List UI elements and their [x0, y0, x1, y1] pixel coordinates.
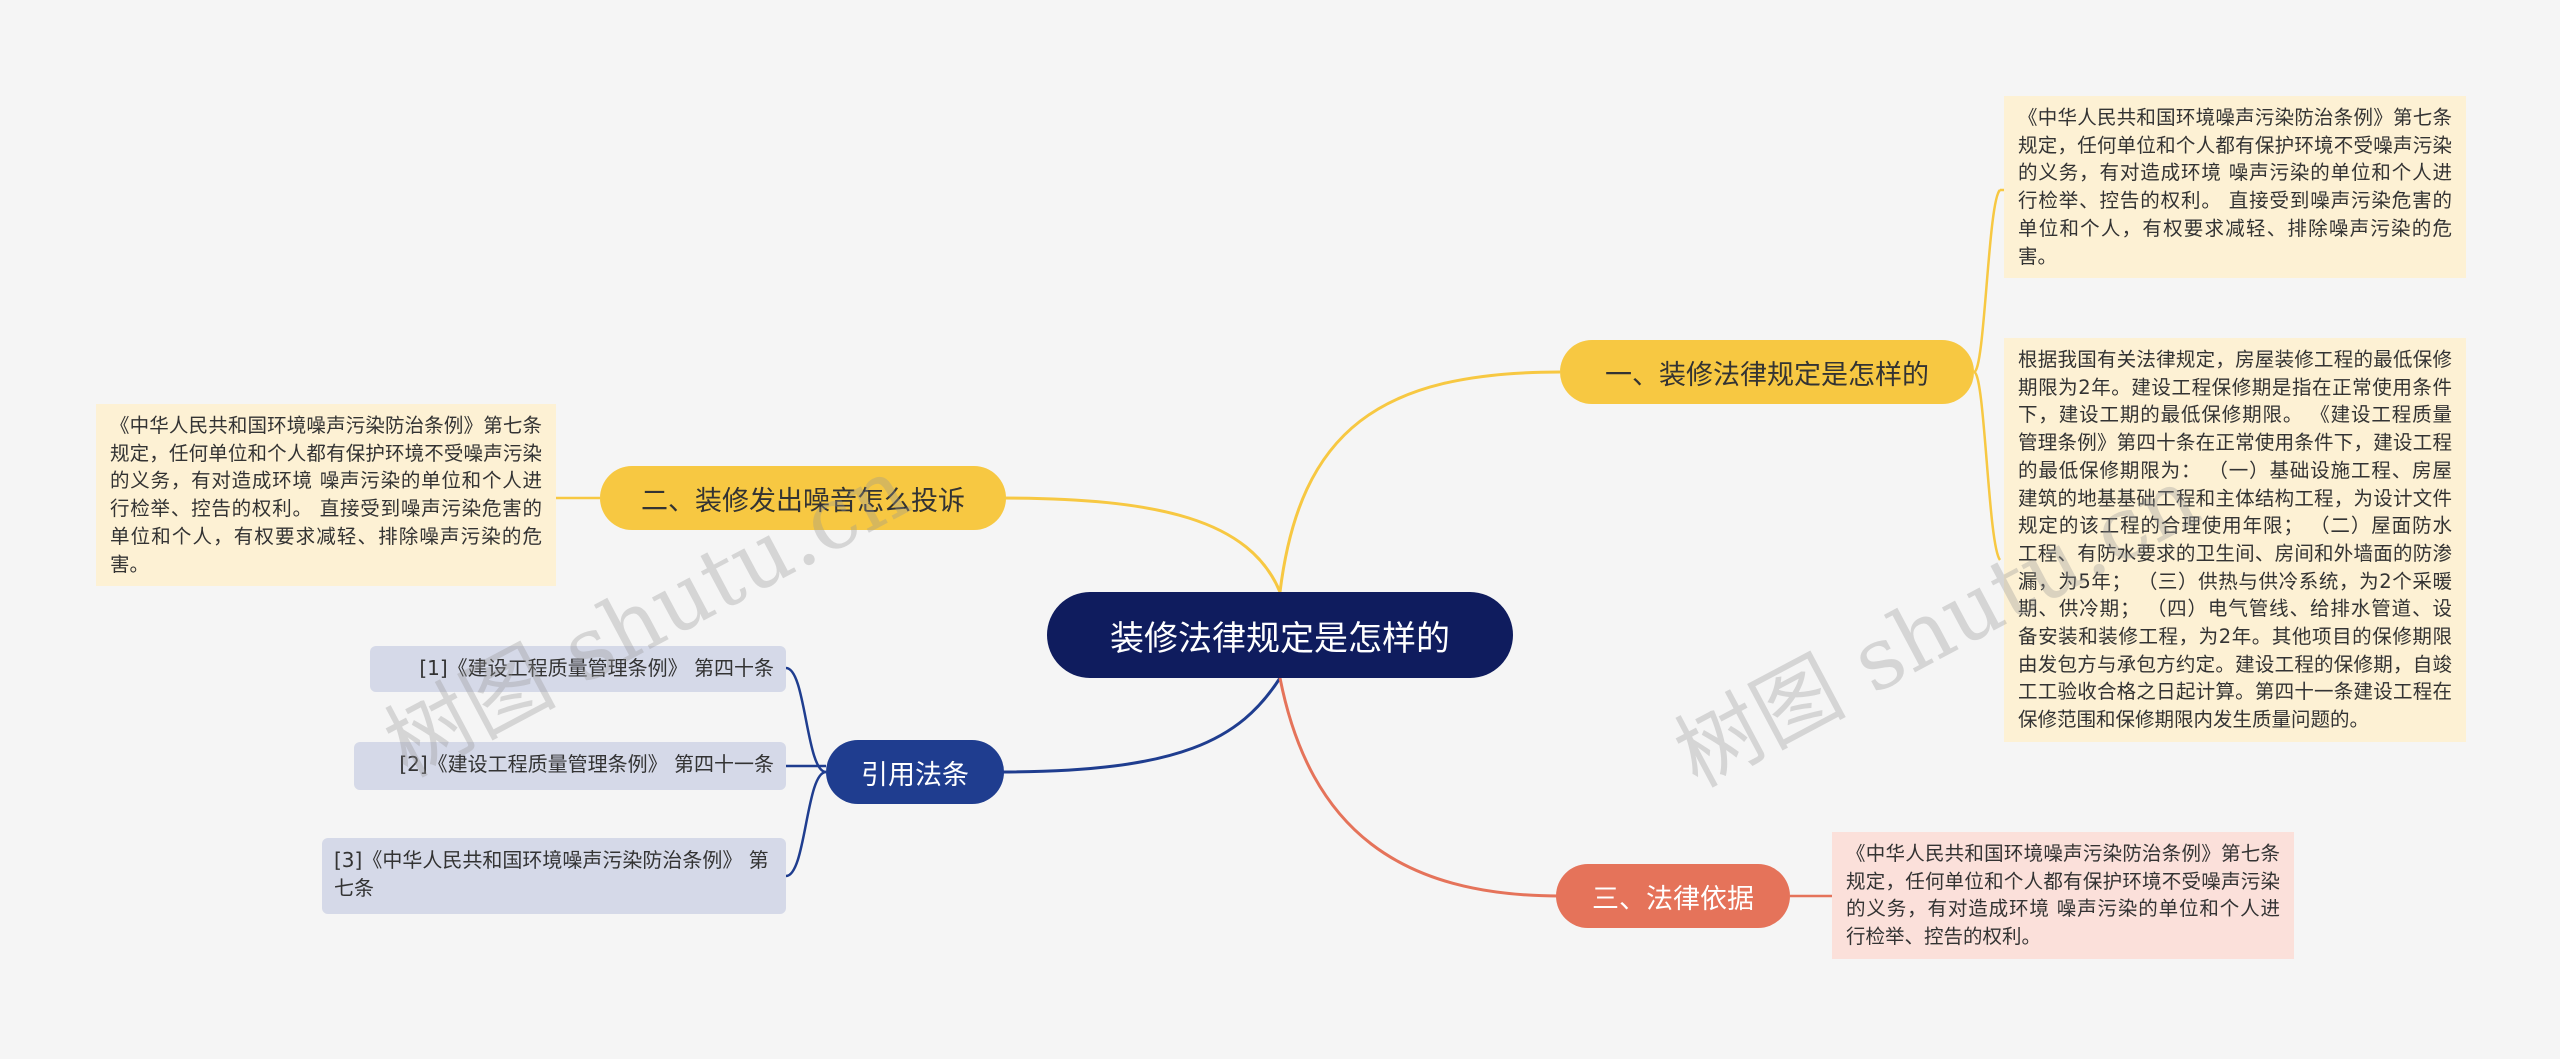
- connector-root-b3: [999, 677, 1282, 774]
- connector-root-b4: [1278, 677, 1561, 898]
- connector-root-b1: [1278, 370, 1561, 593]
- branch-cited-laws[interactable]: 引用法条: [826, 740, 1004, 804]
- note-b1-noise-regulation: 《中华人民共和国环境噪声污染防治条例》第七条规定，任何单位和个人都有保护环境不受…: [2004, 96, 2466, 279]
- note-b1-warranty-period: 根据我国有关法律规定，房屋装修工程的最低保修期限为2年。建设工程保修期是指在正常…: [2004, 338, 2466, 742]
- connector-root-b2: [999, 496, 1282, 593]
- bracket-b1b: [1972, 370, 2002, 561]
- citation-item-2[interactable]: [2]《建设工程质量管理条例》 第四十一条: [354, 742, 786, 790]
- bracket-b3-3: [785, 770, 827, 878]
- branch-legal-basis[interactable]: 三、法律依据: [1556, 864, 1790, 928]
- branch-law-rules[interactable]: 一、装修法律规定是怎样的: [1560, 340, 1974, 404]
- note-b4-legal-basis: 《中华人民共和国环境噪声污染防治条例》第七条规定，任何单位和个人都有保护环境不受…: [1832, 832, 2294, 959]
- note-b2-noise-regulation: 《中华人民共和国环境噪声污染防治条例》第七条规定，任何单位和个人都有保护环境不受…: [96, 404, 556, 587]
- citation-item-3[interactable]: [3]《中华人民共和国环境噪声污染防治条例》 第七条: [322, 838, 786, 914]
- bracket-b3-1: [785, 666, 827, 774]
- root-topic[interactable]: 装修法律规定是怎样的: [1047, 592, 1513, 678]
- citation-item-1[interactable]: [1]《建设工程质量管理条例》 第四十条: [370, 646, 786, 692]
- bracket-b1: [1972, 189, 2002, 374]
- branch-noise-complaint[interactable]: 二、装修发出噪音怎么投诉: [600, 466, 1006, 530]
